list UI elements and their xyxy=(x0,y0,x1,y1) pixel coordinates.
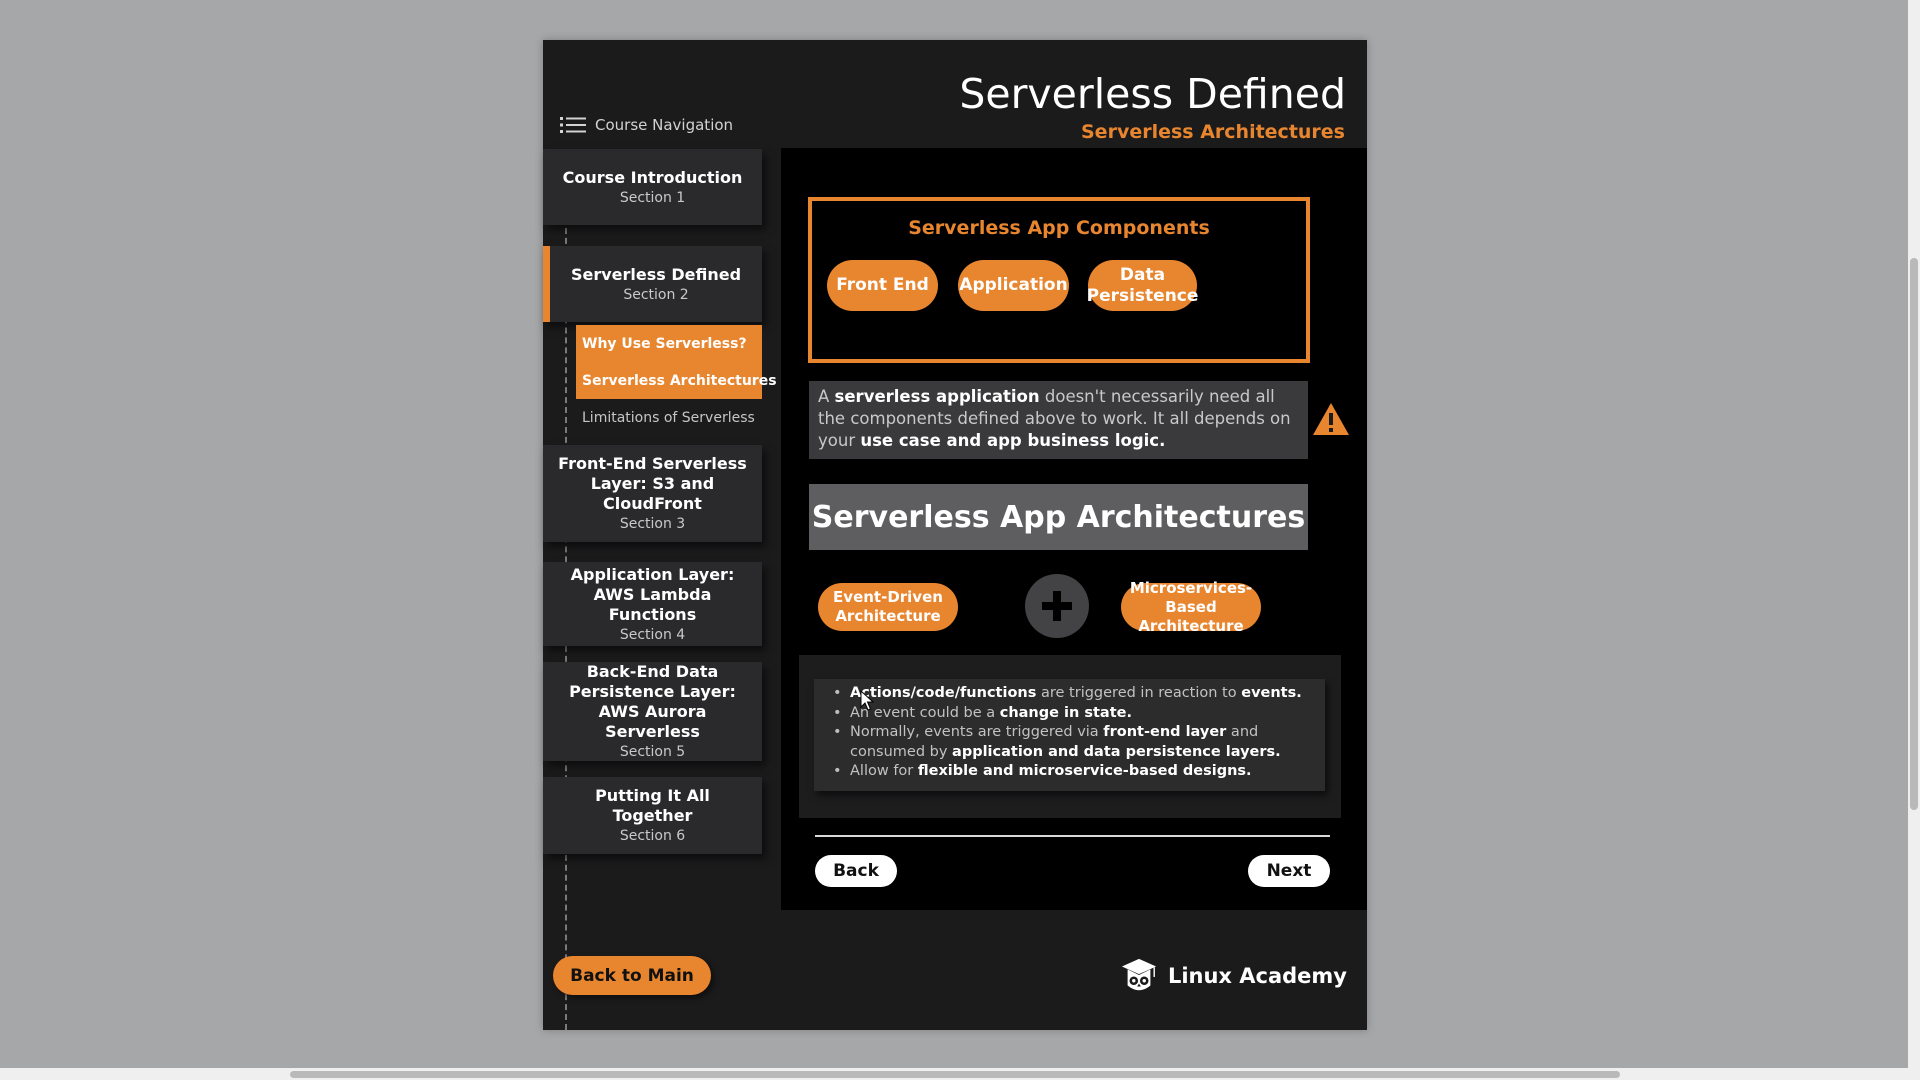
nav-section-title: Application Layer: AWS Lambda Functions xyxy=(570,564,735,624)
nav-section-number: Section 5 xyxy=(619,744,686,760)
content-panel: Serverless App Components Front End Appl… xyxy=(781,148,1367,910)
bullet-item: Normally, events are triggered via front… xyxy=(830,723,1315,762)
bullet-bold: events. xyxy=(1241,685,1302,701)
brand-name: Linux Academy xyxy=(1167,964,1347,988)
bullet-item: Allow for flexible and microservice-base… xyxy=(830,762,1315,782)
nav-subitem-serverless-architectures[interactable]: Serverless Architectures xyxy=(576,362,777,399)
nav-subitem-limitations-of-serverless[interactable]: Limitations of Serverless xyxy=(582,409,755,426)
nav-section-5[interactable]: Back-End Data Persistence Layer: AWS Aur… xyxy=(543,662,762,761)
bullet-bold: flexible and microservice-based designs. xyxy=(917,763,1252,779)
vertical-scrollbar[interactable] xyxy=(1908,0,1920,1080)
bullet-list: Actions/code/functions are triggered in … xyxy=(830,684,1315,782)
bullet-text: Normally, events are triggered via xyxy=(850,724,1104,740)
nav-section-title: Front-End Serverless Layer: S3 and Cloud… xyxy=(558,454,747,513)
info-note: A serverless application doesn't necessa… xyxy=(809,381,1308,459)
divider xyxy=(815,835,1330,837)
nav-section-number: Section 4 xyxy=(619,626,686,643)
nav-section-3[interactable]: Front-End Serverless Layer: S3 and Cloud… xyxy=(543,445,762,542)
nav-section-6[interactable]: Putting It All Together Section 6 xyxy=(543,777,762,854)
bullets-section: Actions/code/functions are triggered in … xyxy=(799,655,1341,818)
back-to-main-button[interactable]: Back to Main xyxy=(553,956,711,995)
next-button[interactable]: Next xyxy=(1248,855,1330,887)
nav-section-number: Section 2 xyxy=(623,286,689,303)
bullet-bold: front-end layer xyxy=(1103,724,1227,740)
component-application[interactable]: Application xyxy=(958,260,1069,311)
page-subtitle: Serverless Architectures xyxy=(1081,121,1345,143)
nav-section-title: Serverless Defined xyxy=(570,264,742,284)
microservices-based-architecture-pill[interactable]: Microservices-Based Architecture xyxy=(1121,579,1261,635)
bullet-text: An event could be a xyxy=(850,704,1000,721)
nav-section-title: Course Introduction xyxy=(562,167,743,187)
linux-academy-logo: Linux Academy xyxy=(1120,957,1347,995)
architectures-banner: Serverless App Architectures xyxy=(809,484,1308,550)
nav-section-number: Section 6 xyxy=(619,828,686,844)
bullet-bold: Actions/code/functions xyxy=(850,685,1037,701)
components-title: Serverless App Components xyxy=(908,217,1210,239)
plus-glyph xyxy=(1042,591,1072,621)
owl-graduation-cap-icon xyxy=(1121,958,1157,991)
course-navigation-header[interactable]: Course Navigation xyxy=(560,116,733,134)
vertical-scrollbar-thumb[interactable] xyxy=(1910,258,1918,810)
bullet-item: An event could be a change in state. xyxy=(830,704,1315,724)
page-title: Serverless Defined xyxy=(959,70,1346,118)
horizontal-scrollbar-thumb[interactable] xyxy=(290,1071,1620,1078)
component-front-end[interactable]: Front End xyxy=(827,260,938,311)
warning-triangle-icon xyxy=(1313,403,1349,435)
nav-section-4[interactable]: Application Layer: AWS Lambda Functions … xyxy=(543,562,762,646)
bullet-text: Allow for xyxy=(850,763,918,779)
bullets-card: Actions/code/functions are triggered in … xyxy=(814,679,1325,791)
note-bold: use case and app business logic. xyxy=(860,431,1166,450)
nav-subitem-why-use-serverless[interactable]: Why Use Serverless? xyxy=(576,325,762,362)
note-text: A xyxy=(818,387,835,406)
plus-icon xyxy=(1025,574,1089,638)
bullet-bold: change in state. xyxy=(999,704,1132,721)
list-icon xyxy=(560,117,586,133)
nav-section-number: Section 3 xyxy=(619,516,686,532)
nav-section-number: Section 1 xyxy=(619,189,686,206)
mouse-cursor-icon xyxy=(860,690,874,711)
nav-section-2[interactable]: Serverless Defined Section 2 xyxy=(543,246,762,322)
bullet-item: Actions/code/functions are triggered in … xyxy=(830,684,1315,704)
nav-section-title: Putting It All Together xyxy=(595,786,710,825)
components-box: Serverless App Components Front End Appl… xyxy=(808,197,1310,363)
component-data-persistence[interactable]: Data Persistence xyxy=(1087,260,1198,311)
horizontal-scrollbar[interactable] xyxy=(0,1068,1908,1080)
back-button[interactable]: Back xyxy=(815,855,897,887)
bullet-text: are triggered in reaction to xyxy=(1036,685,1242,701)
note-bold: serverless application xyxy=(834,387,1040,406)
course-navigation-label: Course Navigation xyxy=(595,116,734,134)
nav-section-title: Back-End Data Persistence Layer: AWS Aur… xyxy=(569,662,736,741)
bullet-text: and consumed by xyxy=(850,724,1259,760)
course-frame: Serverless Defined Serverless Architectu… xyxy=(543,40,1367,1030)
nav-section-1[interactable]: Course Introduction Section 1 xyxy=(543,149,762,225)
bullet-bold: application and data persistence layers. xyxy=(952,743,1281,760)
note-text: doesn't necessarily need all the compone… xyxy=(818,387,1291,450)
event-driven-architecture-pill[interactable]: Event-Driven Architecture xyxy=(818,583,958,631)
